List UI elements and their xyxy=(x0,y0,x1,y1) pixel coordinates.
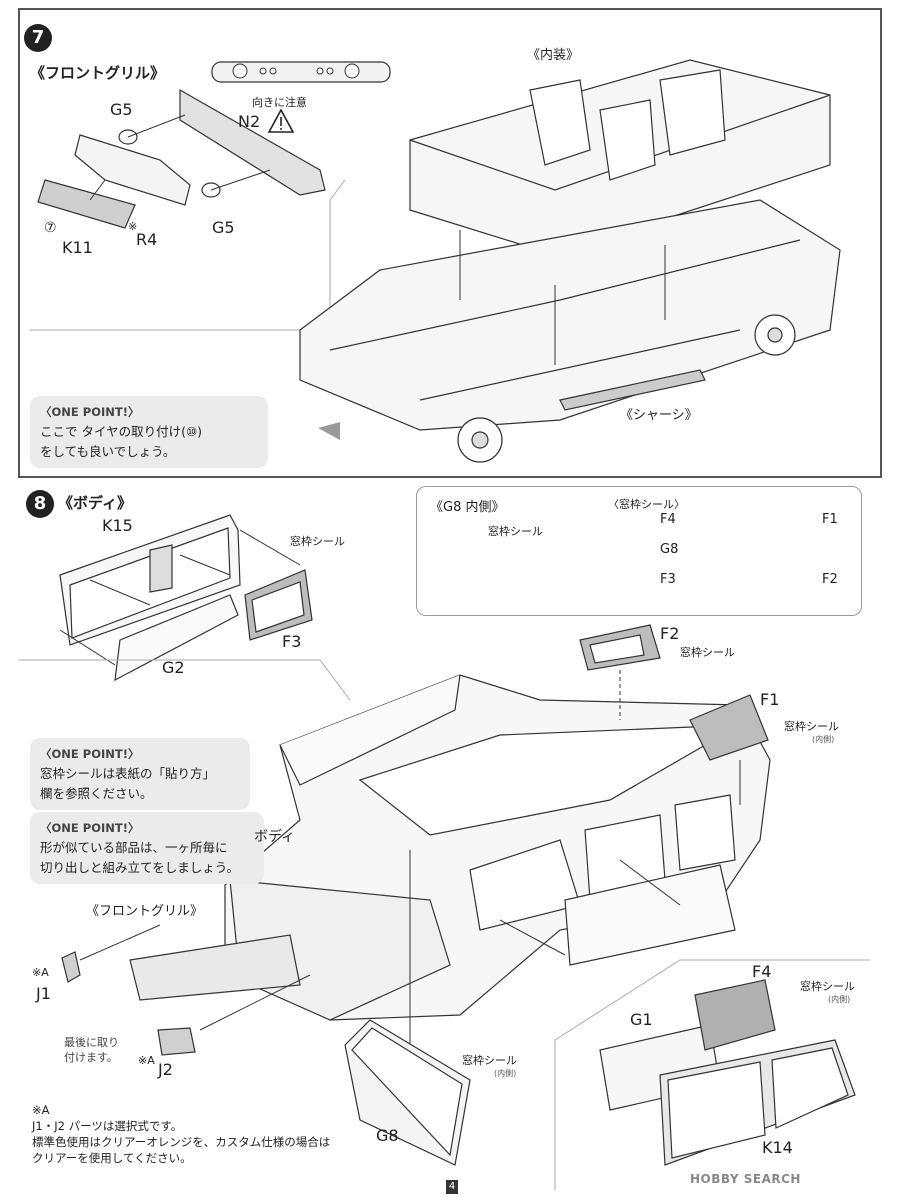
part-label-k11: K11 xyxy=(62,238,93,257)
step-8-one-point-2: 〈ONE POINT!〉 形が似ている部品は、一ヶ所毎に 切り出しと組み立てをし… xyxy=(30,812,264,884)
part-label-g5-top: G5 xyxy=(110,100,133,119)
inset-window-title: 〈窓枠シール〉 xyxy=(608,498,685,511)
footnote-marker: ※A xyxy=(32,1103,50,1117)
part-label-r4: R4 xyxy=(136,230,158,249)
hobby-search-watermark: HOBBY SEARCH xyxy=(690,1172,801,1186)
part-label-g1: G1 xyxy=(630,1010,653,1029)
k15-g2-drawing xyxy=(59,514,313,682)
interior-to-chassis-arrows xyxy=(459,230,666,365)
seal-label-g8: 窓枠シール xyxy=(462,1054,517,1067)
orientation-note: 向きに注意 xyxy=(252,96,307,109)
one-point-line: 窓枠シールは表紙の「貼り方」 xyxy=(40,766,216,781)
part-label-f3: F3 xyxy=(282,632,302,651)
grille-assembly-drawing xyxy=(37,88,326,229)
step-8-title: 《ボディ》 xyxy=(58,494,132,512)
one-point-line: ここで タイヤの取り付け(⑩) xyxy=(40,424,203,439)
step-8-left-divider xyxy=(18,659,351,701)
one-point-heading: 〈ONE POINT!〉 xyxy=(40,405,140,419)
attach-last-line2: 付けます。 xyxy=(64,1051,118,1064)
step-8-grille-title: 《フロントグリル》 xyxy=(86,904,204,919)
part-marker-k11: ⑦ xyxy=(44,220,57,236)
inset-label-f3: F3 xyxy=(660,572,676,587)
part-label-g8: G8 xyxy=(376,1126,399,1145)
g1-f4-k14-drawing xyxy=(599,979,856,1166)
inner-side-f1: (内側) xyxy=(812,735,835,744)
part-label-g5-bottom: G5 xyxy=(212,218,235,237)
step-8-footnote: ※A J1・J2 パーツは選択式です。 標準色使用はクリアーオレンジを、カスタム… xyxy=(32,1102,330,1166)
seal-label-f1: 窓枠シール xyxy=(784,720,839,733)
step-8-body-arrows xyxy=(79,760,741,1050)
inner-side-g8: (内側) xyxy=(494,1069,517,1078)
one-point-heading: 〈ONE POINT!〉 xyxy=(40,747,140,761)
part-label-body: ボディ xyxy=(254,829,296,845)
inset-label-f1: F1 xyxy=(822,512,838,527)
f2-f1-drawing xyxy=(579,624,769,761)
n2-part-drawing xyxy=(211,61,391,83)
part-label-f1: F1 xyxy=(760,690,780,709)
one-point-line: 形が似ている部品は、一ヶ所毎に xyxy=(40,840,228,855)
g8-drawing xyxy=(344,1019,471,1166)
body-drawing xyxy=(129,674,771,1021)
page-number: 4 xyxy=(446,1180,458,1194)
part-label-n2: N2 xyxy=(238,112,261,131)
step-8-left-arrows xyxy=(59,529,301,666)
step-7-one-point: 〈ONE POINT!〉 ここで タイヤの取り付け(⑩) をしても良いでしょう。 xyxy=(30,396,268,468)
step-7-grille-title: 《フロントグリル》 xyxy=(30,64,166,82)
step-7-divider xyxy=(30,179,346,331)
step-7-interior-title: 《内装》 xyxy=(527,48,580,63)
one-point-heading: 〈ONE POINT!〉 xyxy=(40,821,140,835)
step-7-chassis-title: 《シャーシ》 xyxy=(620,408,698,423)
part-label-j2: J2 xyxy=(158,1060,173,1079)
footnote-line: クリアーを使用してください。 xyxy=(32,1151,192,1165)
grille-arrows xyxy=(89,114,271,201)
step-8-bottom-divider xyxy=(554,959,870,1190)
seal-label-f2: 窓枠シール xyxy=(680,646,735,659)
inset-label-f2: F2 xyxy=(822,572,838,587)
step-8-one-point-1: 〈ONE POINT!〉 窓枠シールは表紙の「貼り方」 欄を参照ください。 xyxy=(30,738,250,810)
inset-label-f4: F4 xyxy=(660,512,676,527)
one-point-line: をしても良いでしょう。 xyxy=(40,444,176,459)
seal-label-f3: 窓枠シール xyxy=(290,535,345,548)
g8-inner-inset xyxy=(416,486,862,616)
part-label-f2: F2 xyxy=(660,624,680,643)
step-7-number: 7 xyxy=(24,24,52,52)
inner-side-f4: (内側) xyxy=(828,995,851,1004)
footnote-line: J1・J2 パーツは選択式です。 xyxy=(32,1119,183,1133)
part-label-f4: F4 xyxy=(752,962,772,981)
step-8-number: 8 xyxy=(26,490,54,518)
part-label-j1: J1 xyxy=(36,984,51,1003)
seal-label-f4: 窓枠シール xyxy=(800,980,855,993)
chassis-drawing xyxy=(299,199,841,463)
part-label-g2: G2 xyxy=(162,658,185,677)
part-marker-j1: ※A xyxy=(32,966,49,979)
warning-icon xyxy=(267,108,295,133)
one-point-line: 欄を参照ください。 xyxy=(40,786,153,801)
j1-j2-drawing xyxy=(61,951,196,1056)
front-direction-arrow-icon xyxy=(318,422,340,440)
interior-drawing xyxy=(409,59,831,256)
part-marker-j2: ※A xyxy=(138,1054,155,1067)
part-label-k15: K15 xyxy=(102,516,133,535)
inset-label-g8: G8 xyxy=(660,542,679,557)
part-label-k14: K14 xyxy=(762,1138,793,1157)
inset-g8-title: 《G8 内側》 xyxy=(430,500,505,515)
inset-seal-label: 窓枠シール xyxy=(488,525,543,538)
footnote-line: 標準色使用はクリアーオレンジを、カスタム仕様の場合は xyxy=(32,1135,331,1149)
attach-last-line1: 最後に取り xyxy=(64,1036,119,1049)
part-marker-r4: ※ xyxy=(128,220,138,233)
one-point-line: 切り出しと組み立てをしましょう。 xyxy=(40,860,240,875)
